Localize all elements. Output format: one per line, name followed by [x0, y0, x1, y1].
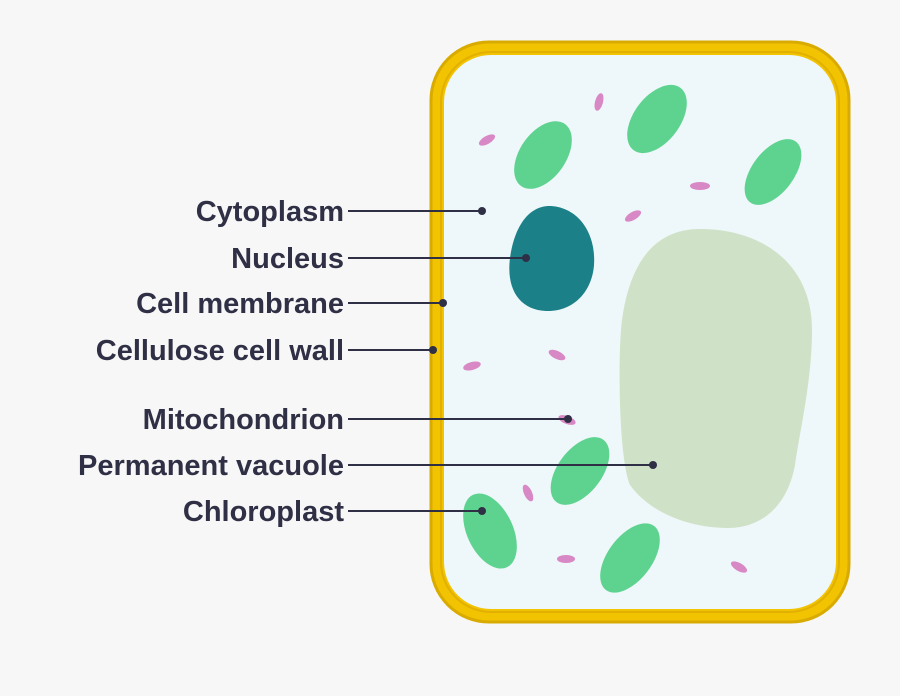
label-mitochondrion: Mitochondrion: [143, 404, 344, 436]
leader-dot-cellulose-cell-wall: [429, 346, 437, 354]
leader-dot-mitochondrion: [564, 415, 572, 423]
permanent-vacuole: [620, 229, 812, 528]
label-nucleus: Nucleus: [231, 243, 344, 275]
mitochondrion: [557, 555, 575, 563]
leader-dot-nucleus: [522, 254, 530, 262]
labels: Cytoplasm Nucleus Cell membrane Cellulos…: [78, 196, 344, 528]
label-cell-membrane: Cell membrane: [136, 288, 344, 320]
label-cytoplasm: Cytoplasm: [196, 196, 344, 228]
label-permanent-vacuole: Permanent vacuole: [78, 450, 344, 482]
leader-dot-cytoplasm: [478, 207, 486, 215]
label-cellulose-cell-wall: Cellulose cell wall: [96, 335, 344, 367]
mitochondrion: [690, 182, 710, 190]
label-chloroplast: Chloroplast: [183, 496, 344, 528]
leader-dot-chloroplast: [478, 507, 486, 515]
leader-dot-permanent-vacuole: [649, 461, 657, 469]
leader-dot-cell-membrane: [439, 299, 447, 307]
